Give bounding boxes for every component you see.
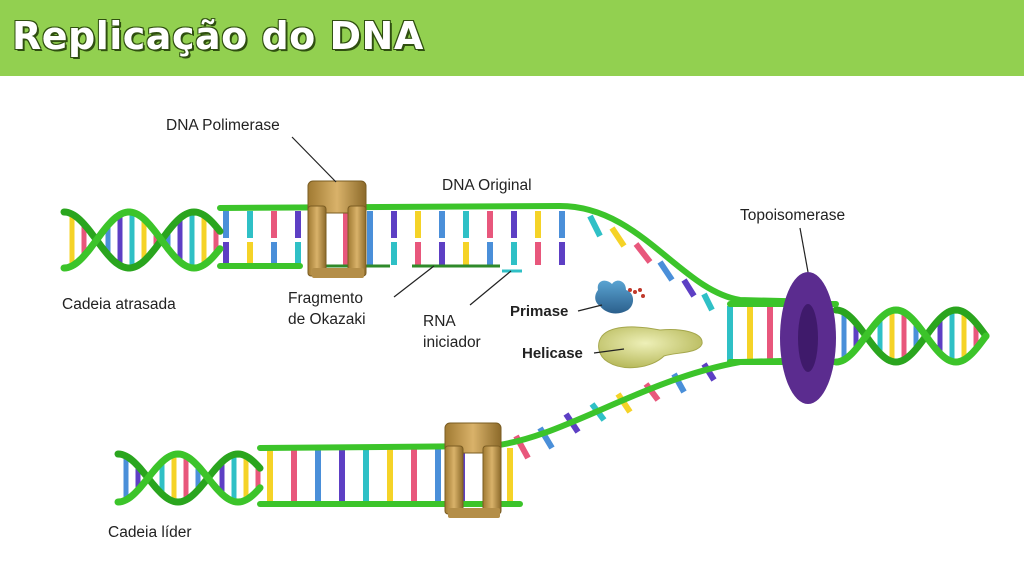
base-pair bbox=[701, 292, 715, 312]
dna-polymerase-top bbox=[307, 180, 367, 278]
leader-lines bbox=[291, 136, 809, 354]
dna-backbone bbox=[60, 208, 224, 272]
dna-backbone bbox=[114, 450, 264, 506]
title-bar: Replicação do DNA bbox=[0, 0, 1024, 76]
label-dna-original: DNA Original bbox=[442, 177, 532, 194]
label-topoisomerase: Topoisomerase bbox=[740, 207, 845, 224]
label-cadeia-atrasada: Cadeia atrasada bbox=[62, 296, 176, 313]
dna-backbone bbox=[832, 306, 990, 366]
dna-replication-diagram: DNA Polimerase DNA Original Topoisomeras… bbox=[60, 117, 990, 541]
label-fragmento-line1: Fragmento bbox=[288, 290, 363, 307]
topoisomerase-enzyme bbox=[780, 272, 836, 404]
dna-backbone bbox=[832, 306, 990, 366]
label-fragmento-line2: de Okazaki bbox=[288, 311, 366, 328]
label-rna-line2: iniciador bbox=[423, 334, 481, 351]
label-dna-polimerase: DNA Polimerase bbox=[166, 117, 280, 134]
base-pair bbox=[681, 278, 697, 298]
dna-backbone bbox=[60, 208, 224, 272]
slide-title: Replicação do DNA bbox=[12, 14, 424, 58]
sugar-phosphate-backbones bbox=[60, 202, 990, 507]
base-pair bbox=[657, 260, 675, 282]
primase-enzyme bbox=[595, 280, 645, 314]
label-cadeia-lider: Cadeia líder bbox=[108, 524, 192, 541]
base-pair bbox=[633, 242, 653, 264]
dna-backbone bbox=[217, 202, 823, 305]
label-primase: Primase bbox=[510, 303, 568, 320]
helicase-enzyme bbox=[598, 326, 703, 369]
dna-backbone bbox=[114, 450, 264, 506]
base-pair bbox=[609, 226, 627, 248]
base-pair bbox=[587, 214, 603, 238]
label-rna-line1: RNA bbox=[423, 313, 456, 330]
dna-backbone bbox=[257, 357, 823, 451]
dna-polymerase-bottom bbox=[444, 422, 502, 518]
label-helicase: Helicase bbox=[522, 345, 583, 362]
